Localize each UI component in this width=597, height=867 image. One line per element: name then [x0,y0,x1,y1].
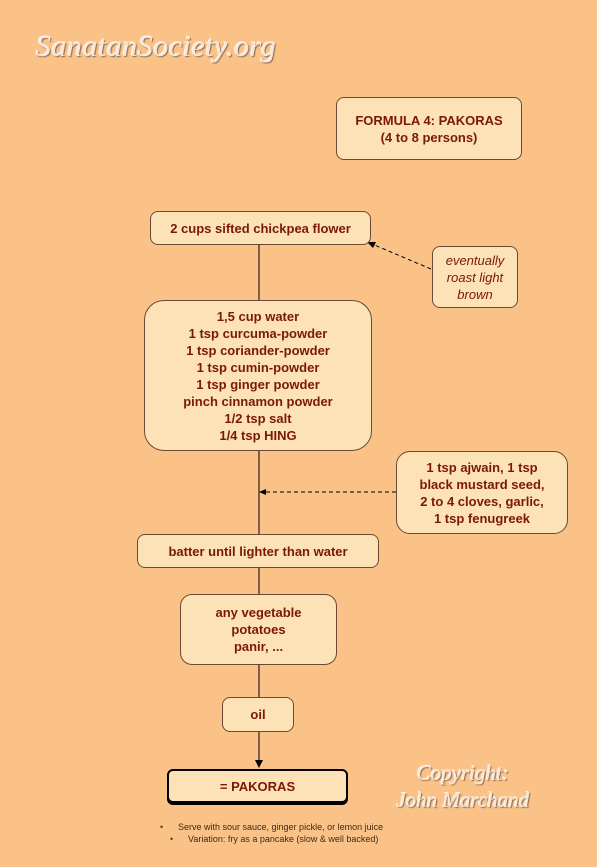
vegetables-text: any vegetable potatoes panir, ... [215,605,302,654]
roast-note-text: eventually roast light brown [445,252,505,302]
batter-text: batter until lighter than water [168,543,348,559]
arrowhead-seeds [259,489,266,495]
seeds-note-text: 1 tsp ajwain, 1 tsp black mustard seed, … [419,459,545,526]
seeds-note: 1 tsp ajwain, 1 tsp black mustard seed, … [396,451,568,534]
oil-text: oil [250,707,266,722]
result-text: = PAKORAS [219,778,296,794]
footer-notes: Serve with sour sauce, ginger pickle, or… [160,821,383,845]
footer-note-serve: Serve with sour sauce, ginger pickle, or… [160,821,383,833]
flour-text: 2 cups sifted chickpea flower [170,220,351,236]
site-watermark: SanatanSociety.org [36,30,277,63]
vegetables-step: any vegetable potatoes panir, ... [180,594,337,665]
batter-step: batter until lighter than water [137,534,379,568]
dashed-arrow-roast [371,243,432,270]
spices-step: 1,5 cup water 1 tsp curcuma-powder 1 tsp… [144,300,372,451]
arrowhead-result [255,760,263,768]
result-box: = PAKORAS [167,769,348,803]
copyright-text: Copyright: John Marchand [396,761,530,812]
footer-note-variation: Variation: fry as a pancake (slow & well… [160,833,383,845]
title-text: FORMULA 4: PAKORAS (4 to 8 persons) [355,112,503,145]
arrowhead-roast [367,242,376,248]
copyright-watermark: Copyright: John Marchand [388,760,538,814]
roast-note: eventually roast light brown [432,246,518,308]
oil-step: oil [222,697,294,732]
spices-text: 1,5 cup water 1 tsp curcuma-powder 1 tsp… [183,308,333,443]
title-box: FORMULA 4: PAKORAS (4 to 8 persons) [336,97,522,160]
flour-step: 2 cups sifted chickpea flower [150,211,371,245]
